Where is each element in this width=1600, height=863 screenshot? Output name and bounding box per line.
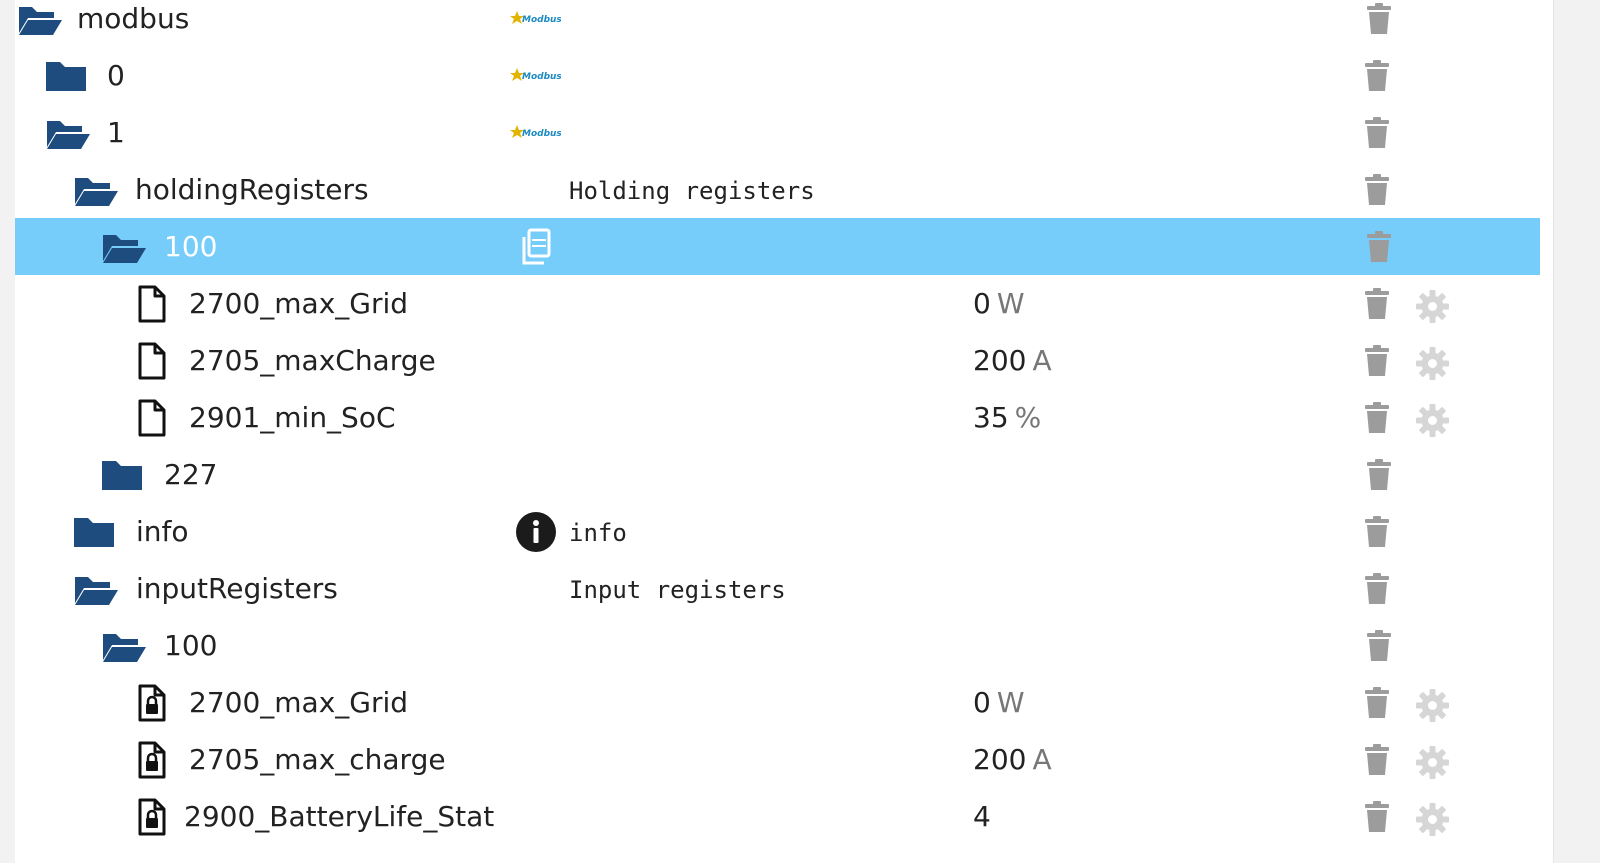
- folder-open-icon[interactable]: [45, 117, 91, 155]
- value-unit: A: [1032, 743, 1052, 776]
- delete-icon[interactable]: [1364, 744, 1390, 775]
- folder-open-icon[interactable]: [73, 573, 119, 611]
- tree-item-name: info: [136, 515, 189, 548]
- value-number: 4: [973, 800, 991, 833]
- tree-item-role: Input registers: [569, 576, 786, 604]
- tree-row[interactable]: 0 Modbus: [15, 47, 1540, 104]
- delete-icon[interactable]: [1364, 345, 1390, 376]
- value-unit: A: [1032, 344, 1052, 377]
- tree-item-name: 227: [164, 458, 218, 491]
- tree-item-name: 2705_maxCharge: [189, 344, 436, 377]
- gear-icon[interactable]: [1415, 745, 1450, 780]
- tree-item-name: 2900_BatteryLife_Stat: [184, 800, 495, 833]
- value-unit: W: [996, 686, 1025, 719]
- tree-item-name: 100: [164, 230, 218, 263]
- tree-row[interactable]: holdingRegisters Holding registers: [15, 161, 1540, 218]
- value-unit: W: [996, 287, 1025, 320]
- file-icon[interactable]: [136, 285, 168, 327]
- delete-icon[interactable]: [1364, 60, 1390, 91]
- tree-item-role: Holding registers: [569, 177, 815, 205]
- delete-icon[interactable]: [1364, 288, 1390, 319]
- svg-text:Modbus: Modbus: [522, 129, 561, 139]
- tree-item-name: 2700_max_Grid: [189, 686, 409, 719]
- tree-item-name: 0: [107, 59, 125, 92]
- folder-open-icon[interactable]: [101, 231, 147, 269]
- folder-open-icon[interactable]: [73, 174, 119, 212]
- svg-text:Modbus: Modbus: [522, 15, 561, 25]
- delete-icon[interactable]: [1364, 516, 1390, 547]
- object-tree-panel: [15, 0, 1554, 863]
- folder-closed-icon[interactable]: [101, 459, 143, 495]
- info-icon: [515, 511, 557, 553]
- tree-row[interactable]: 100: [15, 617, 1540, 674]
- tree-row[interactable]: inputRegisters Input registers: [15, 560, 1540, 617]
- delete-icon[interactable]: [1364, 402, 1390, 433]
- value-number: 200: [973, 344, 1027, 377]
- folder-open-icon[interactable]: [17, 3, 63, 41]
- folder-closed-icon[interactable]: [73, 516, 115, 552]
- gear-icon[interactable]: [1415, 403, 1450, 438]
- tree-item-name: inputRegisters: [136, 572, 338, 605]
- file-locked-icon[interactable]: [136, 684, 168, 726]
- tree-item-name: 2700_max_Grid: [189, 287, 409, 320]
- tree-item-name: 2705_max_charge: [189, 743, 446, 776]
- modbus-logo-icon: Modbus: [509, 9, 562, 27]
- tree-row[interactable]: modbus Modbus: [15, 0, 1540, 47]
- tree-row[interactable]: info info: [15, 503, 1540, 560]
- delete-icon[interactable]: [1366, 3, 1392, 34]
- delete-icon[interactable]: [1364, 573, 1390, 604]
- tree-row[interactable]: 2901_min_SoC 35%: [15, 389, 1540, 446]
- gear-icon[interactable]: [1415, 289, 1450, 324]
- delete-icon[interactable]: [1364, 117, 1390, 148]
- folder-open-icon[interactable]: [101, 630, 147, 668]
- value-number: 0: [973, 287, 991, 320]
- value-number: 200: [973, 743, 1027, 776]
- tree-row[interactable]: 1 Modbus: [15, 104, 1540, 161]
- delete-icon[interactable]: [1366, 459, 1392, 490]
- file-icon[interactable]: [136, 342, 168, 384]
- file-locked-icon[interactable]: [136, 741, 168, 783]
- state-value[interactable]: 4: [973, 800, 991, 834]
- delete-icon[interactable]: [1364, 801, 1390, 832]
- delete-icon[interactable]: [1366, 231, 1392, 262]
- copy-id-icon[interactable]: [518, 228, 552, 266]
- tree-item-name: 1: [107, 116, 125, 149]
- modbus-logo-icon: Modbus: [509, 123, 562, 141]
- modbus-logo-icon: Modbus: [509, 66, 562, 84]
- state-value[interactable]: 35%: [973, 401, 1041, 435]
- file-icon[interactable]: [136, 399, 168, 441]
- value-number: 0: [973, 686, 991, 719]
- tree-item-name: modbus: [77, 2, 190, 35]
- gear-icon[interactable]: [1415, 688, 1450, 723]
- delete-icon[interactable]: [1366, 630, 1392, 661]
- gear-icon[interactable]: [1415, 802, 1450, 837]
- delete-icon[interactable]: [1364, 174, 1390, 205]
- value-number: 35: [973, 401, 1009, 434]
- gear-icon[interactable]: [1415, 346, 1450, 381]
- file-locked-icon[interactable]: [136, 798, 168, 840]
- tree-item-name: 100: [164, 629, 218, 662]
- tree-row[interactable]: 2900_BatteryLife_Stat 4: [15, 788, 1540, 845]
- tree-row[interactable]: 227: [15, 446, 1540, 503]
- delete-icon[interactable]: [1364, 687, 1390, 718]
- tree-item-role: info: [569, 519, 627, 547]
- svg-text:Modbus: Modbus: [522, 72, 561, 82]
- value-unit: %: [1014, 401, 1042, 434]
- tree-item-name: 2901_min_SoC: [189, 401, 396, 434]
- folder-closed-icon[interactable]: [45, 60, 87, 96]
- tree-row-selected[interactable]: 100: [15, 218, 1540, 275]
- tree-item-name: holdingRegisters: [135, 173, 369, 206]
